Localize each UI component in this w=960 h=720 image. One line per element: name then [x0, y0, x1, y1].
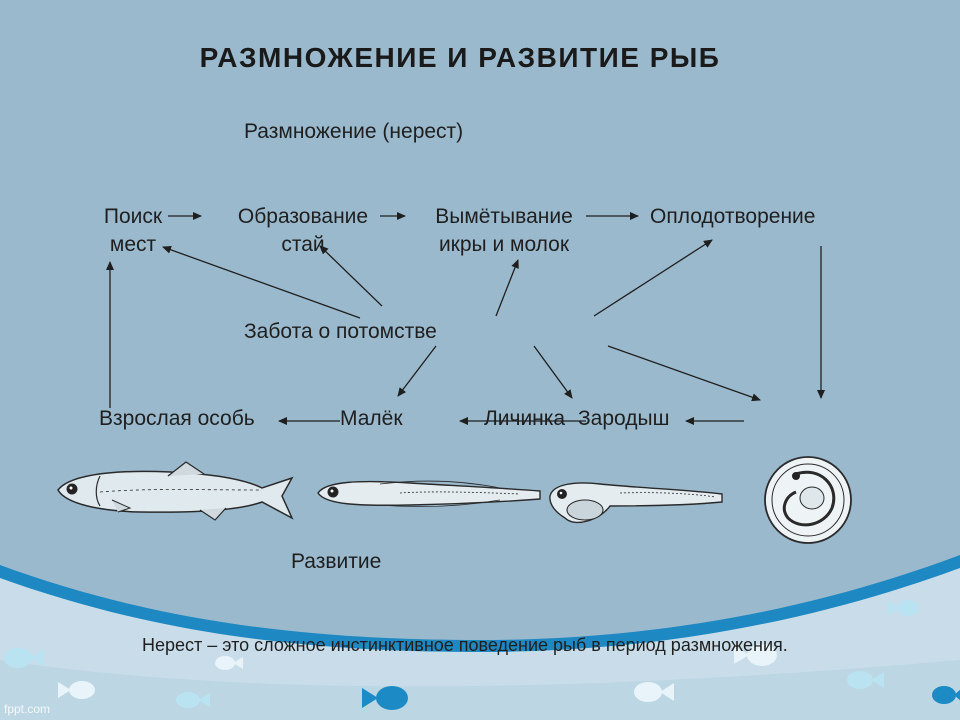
stage-larva: Личинка: [484, 407, 566, 430]
bottom-wave-shade: [0, 660, 960, 720]
adult-fish-drawing: [57, 461, 294, 521]
subtitle-reproduction: Размножение (нерест): [244, 120, 464, 143]
stage-school-formation: Образование стай: [220, 203, 386, 259]
stage-fertilization: Оплодотворение: [650, 205, 816, 228]
stage-spawning: Вымётывание икры и молок: [412, 203, 596, 259]
arrow-care-to-school: [319, 245, 383, 307]
embryo-egg-drawing: [764, 456, 852, 544]
stage-parental-care: Забота о потомстве: [244, 320, 437, 343]
arrow-care-to-search: [162, 245, 361, 319]
fish-decoration-8: [847, 671, 884, 689]
fish-decoration-3: [176, 692, 210, 708]
arrow-care-to-fry: [397, 345, 437, 397]
fish-decoration-9: [888, 600, 919, 616]
larva-drawing: [549, 482, 723, 524]
arrow-care-to-larva: [533, 345, 573, 399]
footnote-definition: Нерест – это сложное инстинктивное повед…: [142, 635, 788, 655]
stage-adult: Взрослая особь: [99, 407, 255, 430]
stage-search-line2: мест: [109, 233, 157, 256]
fish-decoration-7: [734, 644, 777, 666]
stage-embryo: Зародыш: [578, 407, 670, 430]
fish-decoration-5: [362, 686, 408, 710]
stage-school-line1: Образование: [237, 205, 369, 228]
stage-school-line2: стай: [281, 233, 325, 256]
fry-drawing: [317, 480, 541, 508]
brand-watermark: fppt.com: [4, 702, 51, 716]
stage-search-line1: Поиск: [103, 205, 163, 228]
stage-spawn-line2: икры и молок: [438, 233, 570, 256]
arrow-care-to-fertilization: [593, 239, 713, 317]
arrow-care-to-egg: [607, 345, 761, 402]
fish-decoration-2: [58, 681, 95, 699]
stage-search-places: Поиск мест: [90, 203, 176, 259]
fish-decoration-6: [634, 682, 674, 702]
fish-decoration-4: [215, 656, 243, 670]
stage-fry: Малёк: [340, 407, 403, 430]
arrow-care-to-spawn: [495, 259, 519, 317]
fish-decoration-10: [932, 686, 960, 704]
slide-title: РАЗМНОЖЕНИЕ И РАЗВИТИЕ РЫБ: [199, 42, 721, 73]
fish-decoration-1: [4, 648, 44, 668]
stage-spawn-line1: Вымётывание: [435, 205, 573, 228]
development-label: Развитие: [291, 550, 382, 573]
